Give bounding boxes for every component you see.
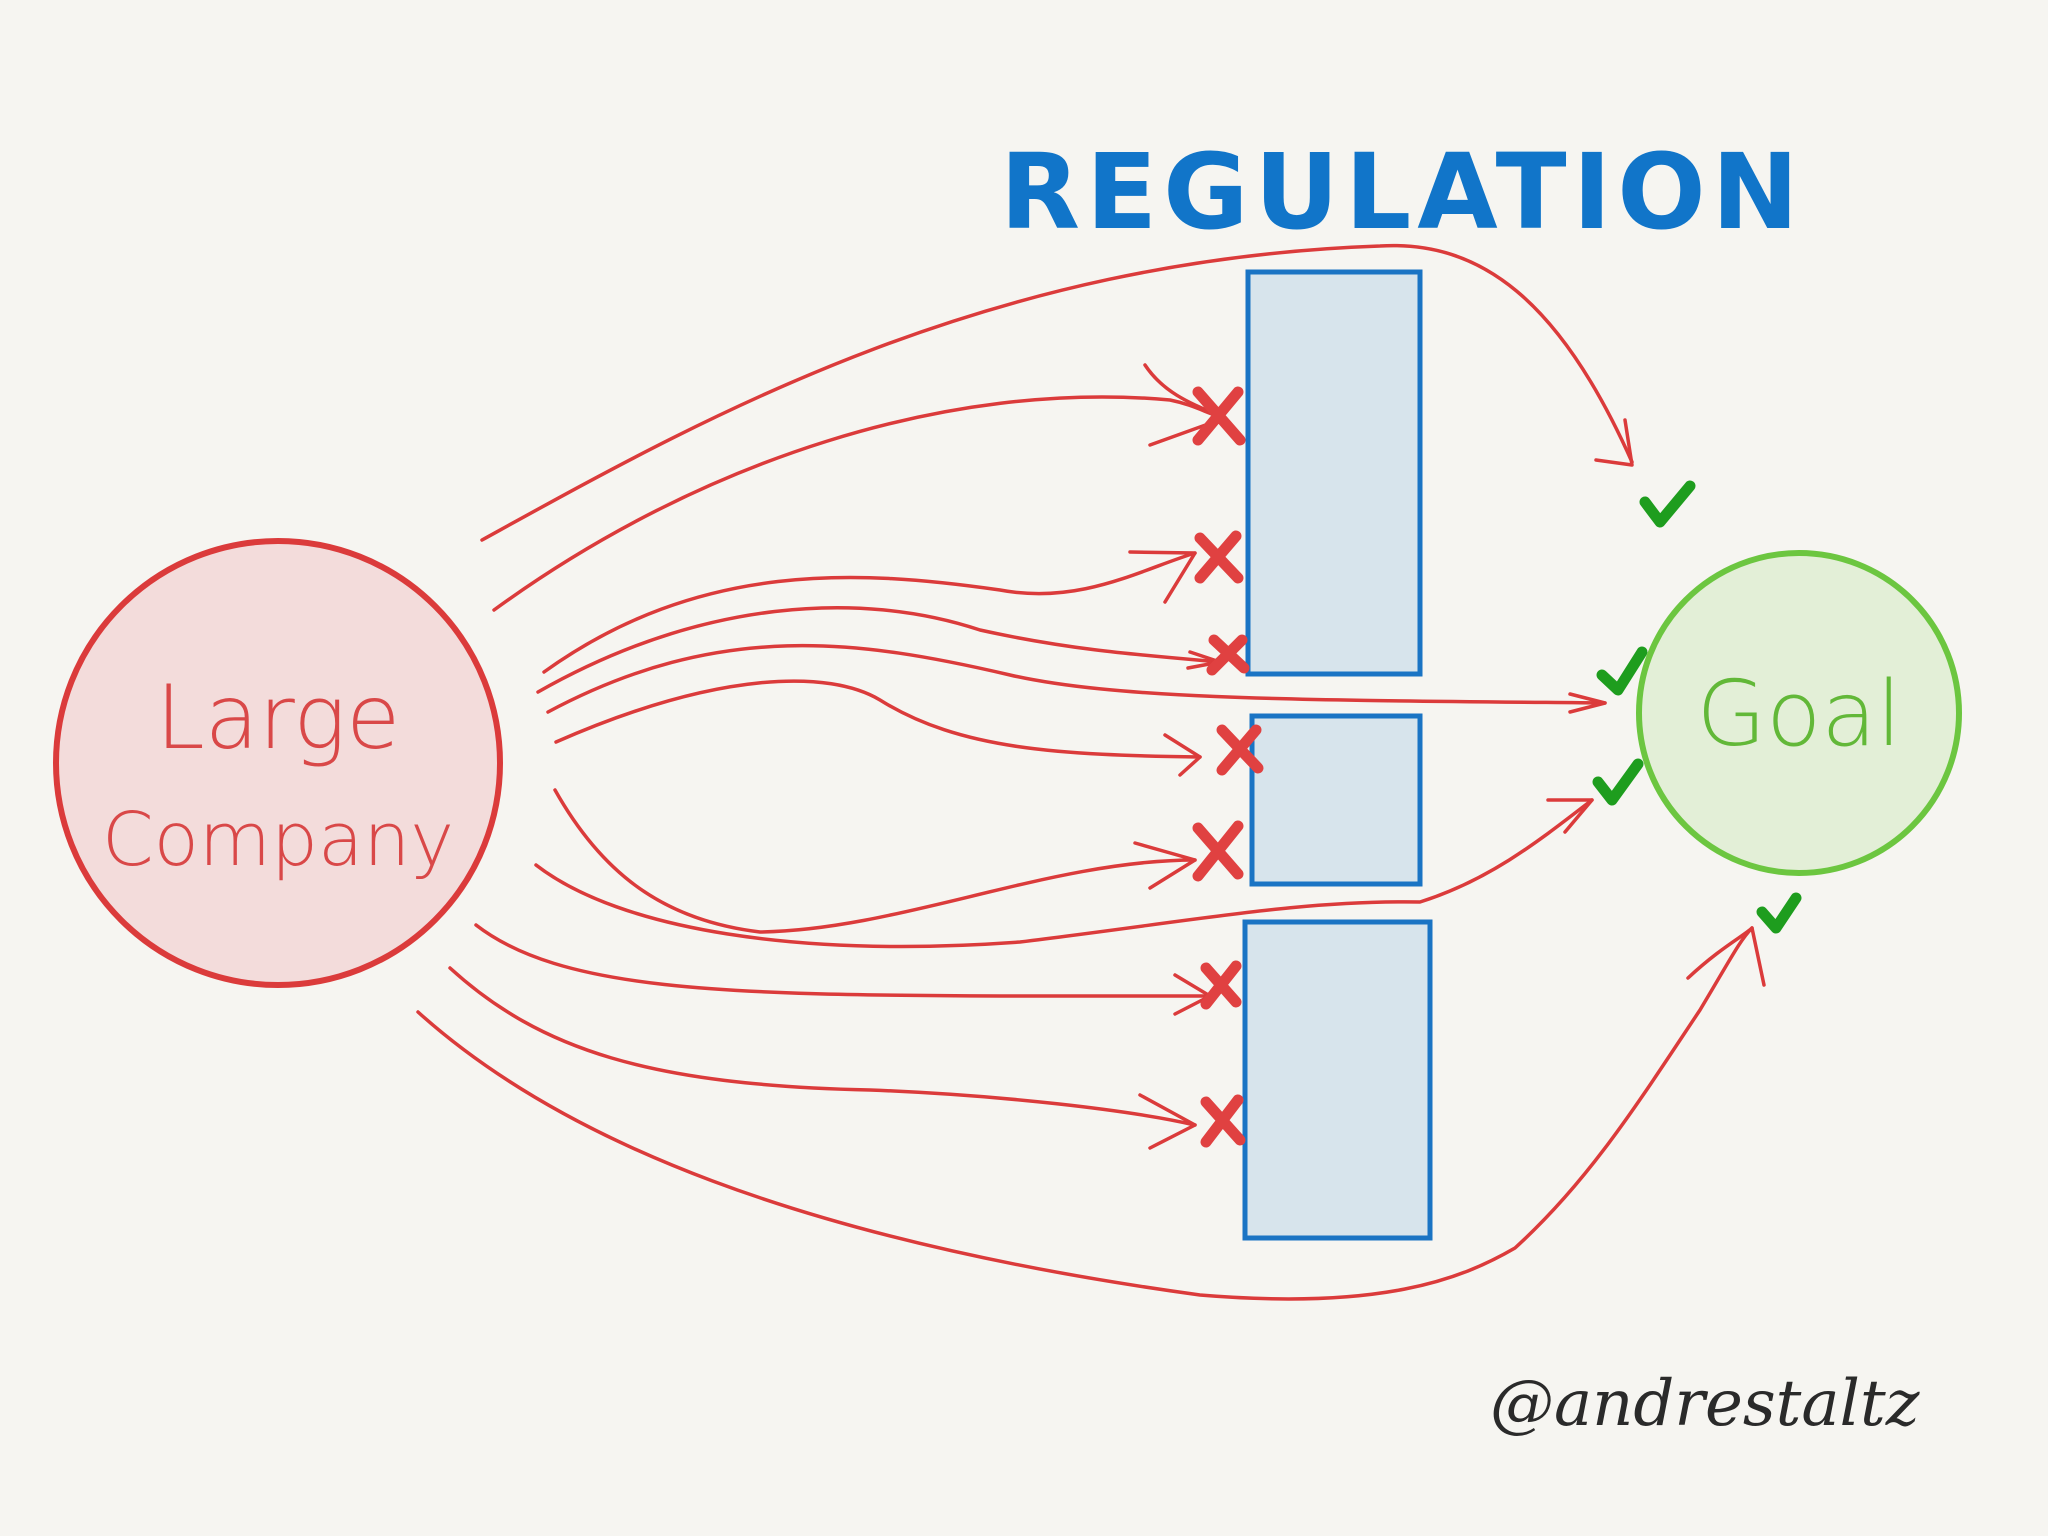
attempt-arrows (416, 243, 1766, 1301)
arrowhead (1133, 841, 1197, 890)
barrier-middle (1249, 713, 1423, 887)
large-company-label-line2: Company (102, 797, 454, 883)
blocked-marks (1192, 386, 1264, 1148)
arrowhead (1568, 692, 1607, 714)
arrowhead (1594, 418, 1634, 467)
arrowhead (1128, 550, 1197, 604)
diagram-title: REGULATION (1000, 131, 1805, 253)
cross-mark-icon (1192, 820, 1244, 882)
barrier-top (1245, 269, 1423, 677)
check-mark-icon (1756, 892, 1802, 934)
large-company-node: Large Company (53, 538, 503, 988)
arrowhead (1686, 926, 1766, 987)
cross-mark-icon (1192, 386, 1246, 446)
arrow-path-over-top (480, 243, 1634, 542)
arrowhead (1163, 733, 1202, 777)
arrow-path-through-gap (546, 643, 1607, 714)
cross-mark-icon (1200, 960, 1242, 1010)
check-mark-icon (1596, 646, 1648, 696)
cross-mark-icon (1200, 1094, 1246, 1148)
arrow-path-blocked (554, 679, 1202, 759)
cross-mark-icon (1194, 530, 1244, 584)
large-company-circle (53, 538, 503, 988)
success-marks (1592, 480, 1802, 934)
arrowhead (1138, 1093, 1197, 1150)
large-company-label-line1: Large (156, 666, 401, 769)
arrow-path-blocked (448, 966, 1197, 1127)
arrowhead (1546, 798, 1594, 834)
arrow-path-blocked (536, 605, 1222, 694)
arrow-path-under-middle (534, 798, 1594, 949)
barrier-bottom (1242, 919, 1433, 1241)
cross-mark-icon (1206, 634, 1250, 676)
check-mark-icon (1639, 480, 1696, 528)
check-mark-icon (1592, 758, 1644, 806)
cross-mark-icon (1216, 724, 1264, 776)
goal-circle (1636, 550, 1962, 876)
arrow-path-blocked (492, 395, 1227, 612)
author-signature: @andrestaltz (1490, 1367, 1921, 1441)
regulation-barriers (1242, 269, 1433, 1241)
goal-node: Goal (1636, 550, 1962, 876)
arrow-path-blocked (474, 923, 1212, 998)
arrow-path-blocked (553, 788, 1197, 934)
arrow-path-around-bottom (416, 926, 1754, 1301)
goal-label: Goal (1697, 662, 1902, 767)
arrow-path-blocked (542, 551, 1197, 674)
